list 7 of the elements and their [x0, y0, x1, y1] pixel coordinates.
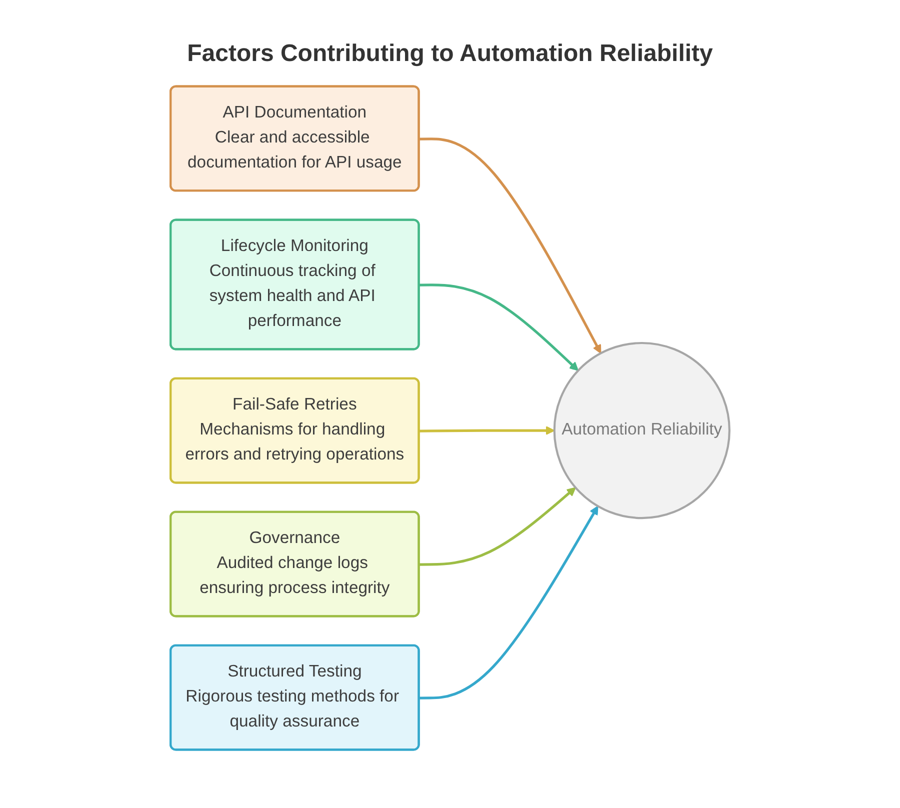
node-circle: Automation Reliability — [553, 342, 730, 520]
arrow — [419, 284, 579, 371]
arrow — [419, 138, 602, 354]
arrow — [419, 487, 576, 566]
diagram-title: Factors Contributing to Automation Reliability — [187, 40, 713, 68]
arrow — [419, 426, 555, 436]
arrow — [419, 506, 598, 700]
